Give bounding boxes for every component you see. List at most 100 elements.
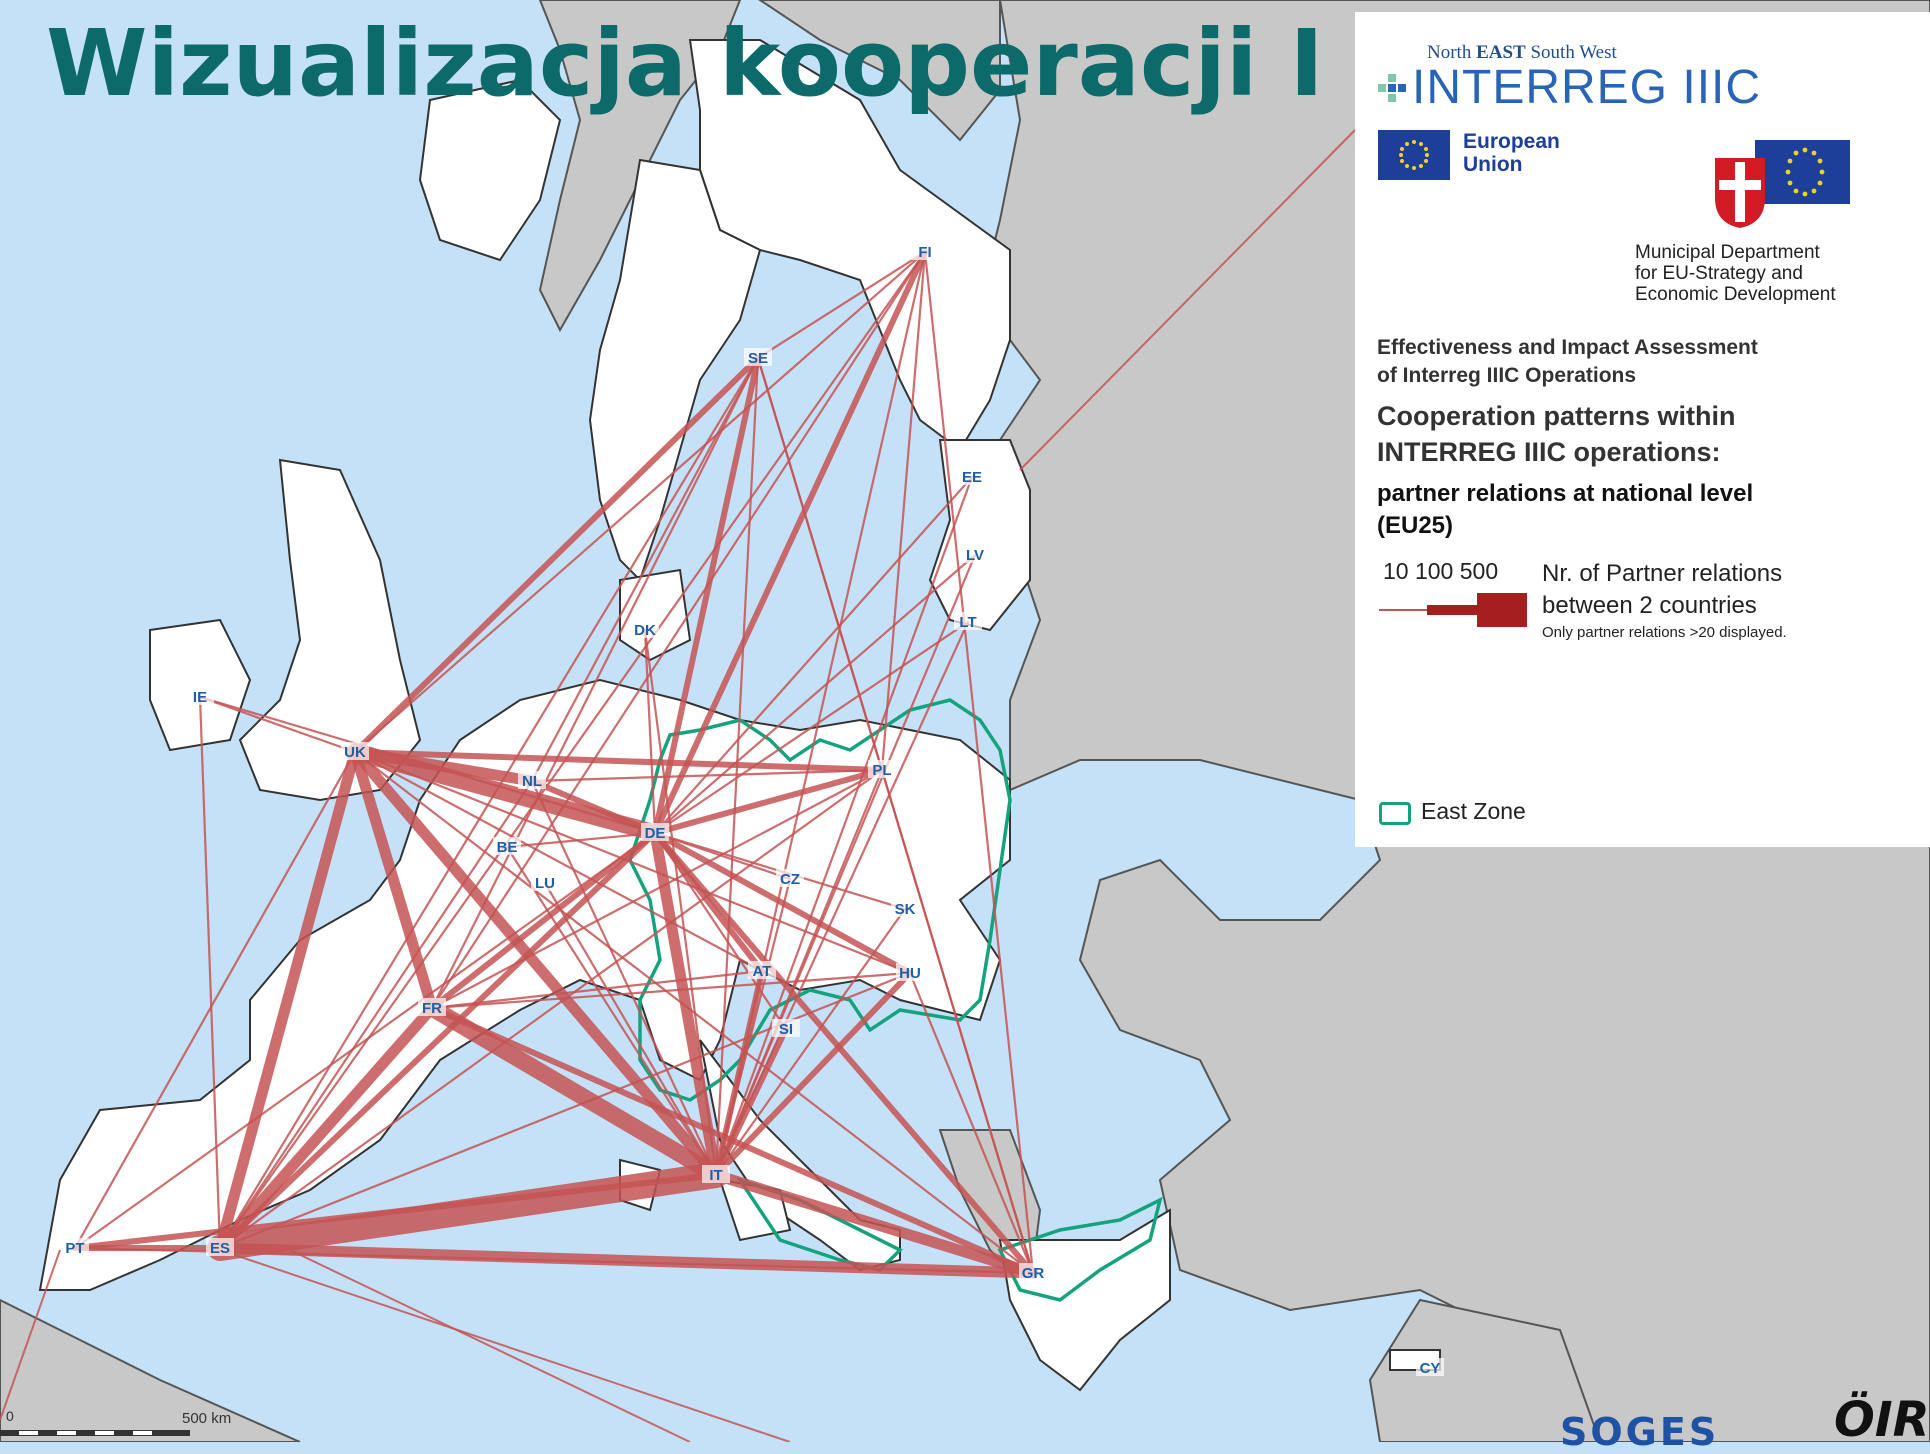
relation-line-es-hu — [218, 971, 912, 1250]
country-label-bg — [911, 242, 939, 260]
country-label-de: DE — [645, 825, 666, 842]
relation-line-fi-it — [714, 250, 927, 1177]
relation-line-lv-de — [653, 553, 977, 835]
country-label-be: BE — [497, 839, 518, 856]
relation-line-lu-it — [543, 881, 718, 1177]
line-width-scale-description: Nr. of Partner relations between 2 count… — [1542, 560, 1783, 619]
interreg-name: INTERREG IIIC — [1412, 61, 1762, 114]
scale-bar-label: 500 km — [182, 1410, 232, 1427]
country-label-sk: SK — [895, 901, 916, 918]
partner-relation-lines — [72, 249, 1039, 1279]
country-label-gr: GR — [1022, 1265, 1045, 1282]
country-label-ie: IE — [193, 689, 207, 706]
country-label-pt: PT — [65, 1240, 84, 1257]
country-label-bg — [493, 837, 521, 855]
relation-line-se-fr — [430, 356, 760, 1010]
relation-line-se-uk — [352, 355, 761, 755]
country-label-es: ES — [210, 1240, 230, 1257]
country-label-lu: LU — [535, 875, 555, 892]
interreg-dots-icon — [1378, 73, 1406, 102]
country-label-bg — [61, 1238, 89, 1256]
relation-line-se-de — [652, 355, 761, 836]
relation-line-fi-fr — [430, 250, 927, 1010]
country-label-se: SE — [748, 350, 768, 367]
relation-line-nl-it — [530, 779, 718, 1177]
country-label-bg — [702, 1165, 730, 1183]
scale-bar-zero: 0 — [6, 1408, 14, 1424]
relation-line-se-gr — [756, 356, 1035, 1275]
soges-logo: SOGES — [1560, 1410, 1720, 1454]
relation-line-fr-es — [214, 1002, 438, 1254]
country-label-fi: FI — [918, 244, 931, 261]
relation-line-fr-hu — [430, 971, 912, 1010]
country-label-bg — [958, 467, 986, 485]
line-width-scale-values: 10 100 500 — [1383, 558, 1499, 584]
country-label-bg — [186, 687, 214, 705]
relation-line-uk-nl — [349, 746, 538, 787]
relation-line-pt-uk — [73, 750, 357, 1250]
relation-line-it-hu — [713, 970, 913, 1178]
country-label-bg — [891, 899, 919, 917]
relation-line-be-de — [505, 831, 657, 849]
relation-line-se-it — [714, 356, 760, 1177]
relation-line-fr-at — [430, 969, 764, 1010]
vienna-coat-of-arms-icon — [1715, 140, 1850, 228]
relation-line-ie-es — [198, 695, 222, 1250]
relation-line-uk-pl — [352, 749, 885, 773]
relation-line-se-nl — [530, 356, 760, 783]
page-title: Wizualizacja kooperacji I — [46, 10, 1324, 117]
legend-subheading: partner relations at national level (EU2… — [1377, 480, 1754, 539]
country-label-lt: LT — [959, 614, 976, 631]
country-label-bg — [531, 873, 559, 891]
country-label-bg — [748, 961, 776, 979]
country-label-bg — [961, 545, 989, 563]
country-label-dk: DK — [634, 622, 656, 639]
relation-line-uk-at — [353, 750, 764, 973]
country-label-bg — [641, 823, 669, 841]
relation-line-it-gr — [710, 1169, 1039, 1279]
relation-line-fi-se — [756, 250, 927, 360]
country-label-it: IT — [709, 1167, 722, 1184]
relation-line-fi-gr — [923, 250, 1035, 1275]
east-zone-swatch — [1379, 802, 1411, 825]
relation-line-fr-pl — [430, 768, 884, 1010]
country-label-fr: FR — [422, 1000, 442, 1017]
country-label-cy: CY — [1420, 1360, 1441, 1377]
country-label-bg — [341, 742, 369, 760]
country-label-uk: UK — [344, 744, 366, 761]
interreg-logo: INTERREG IIIC — [1378, 60, 1761, 115]
relation-line-de-it — [649, 827, 722, 1181]
country-label-hu: HU — [899, 965, 921, 982]
relation-line-es-pl — [218, 768, 884, 1250]
country-label-ee: EE — [962, 469, 982, 486]
country-label-bg — [776, 869, 804, 887]
relation-line-uk-hu — [353, 750, 912, 975]
relation-line-se-es — [218, 356, 760, 1250]
display-threshold-note: Only partner relations >20 displayed. — [1542, 624, 1787, 641]
stray-relation-lines — [0, 129, 1356, 1442]
relation-line-de-gr — [652, 830, 1036, 1276]
relation-line-fi-uk — [353, 250, 927, 754]
country-label-pl: PL — [872, 762, 891, 779]
relation-line-pt-gr — [73, 1246, 1035, 1275]
country-label-bg — [1416, 1358, 1444, 1376]
relation-line-ie-uk — [198, 695, 357, 754]
country-label-at: AT — [753, 963, 772, 980]
assessment-title: Effectiveness and Impact Assessment of I… — [1377, 336, 1758, 387]
country-label-bg — [868, 760, 896, 778]
eu-flag-icon — [1378, 130, 1450, 180]
relation-line-de-si — [653, 831, 788, 1031]
relation-line-fi-de — [652, 249, 928, 836]
relation-line-lv-it — [714, 553, 977, 1177]
relation-line-dk-de — [643, 628, 657, 835]
country-label-si: SI — [779, 1021, 793, 1038]
relation-line-fi-es — [218, 250, 927, 1250]
relation-line-de-hu — [652, 830, 913, 976]
relation-line-lt-it — [714, 620, 970, 1177]
relation-line-fr-de — [429, 830, 658, 1011]
interreg-tagline: North EAST South West — [1427, 42, 1617, 63]
relation-line-es-nl — [218, 779, 534, 1250]
country-label-bg — [631, 620, 659, 638]
country-label-bg — [772, 1019, 800, 1037]
